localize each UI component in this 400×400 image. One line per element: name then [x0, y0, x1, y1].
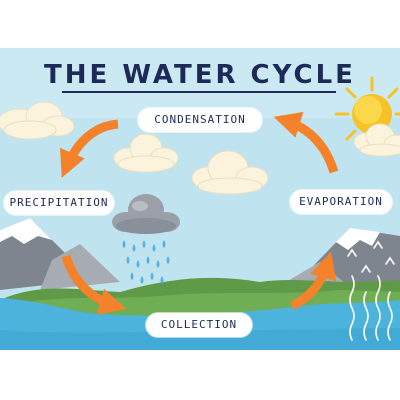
stage-label-precipitation: PRECIPITATION	[4, 191, 114, 215]
arrow-condensation-to-precipitation	[59, 119, 119, 178]
arrow-precipitation-to-collection	[61, 254, 127, 315]
arrow-collection-to-evaporation	[289, 251, 337, 311]
evaporation-vapor-icon	[347, 240, 395, 341]
stage-label-evaporation: EVAPORATION	[290, 190, 392, 214]
page-title: THE WATER CYCLE	[44, 60, 356, 90]
arrow-evaporation-to-condensation	[273, 111, 339, 174]
cloud-middle-icon	[113, 133, 179, 173]
rain-cloud-icon	[112, 194, 180, 234]
stage-label-collection: COLLECTION	[146, 313, 252, 337]
cloud-sun-icon	[353, 123, 400, 157]
cloud-left-icon	[0, 101, 75, 140]
cloud-right-icon	[191, 150, 269, 195]
stage-label-condensation: CONDENSATION	[138, 108, 262, 132]
raindrops-icon	[122, 240, 170, 284]
